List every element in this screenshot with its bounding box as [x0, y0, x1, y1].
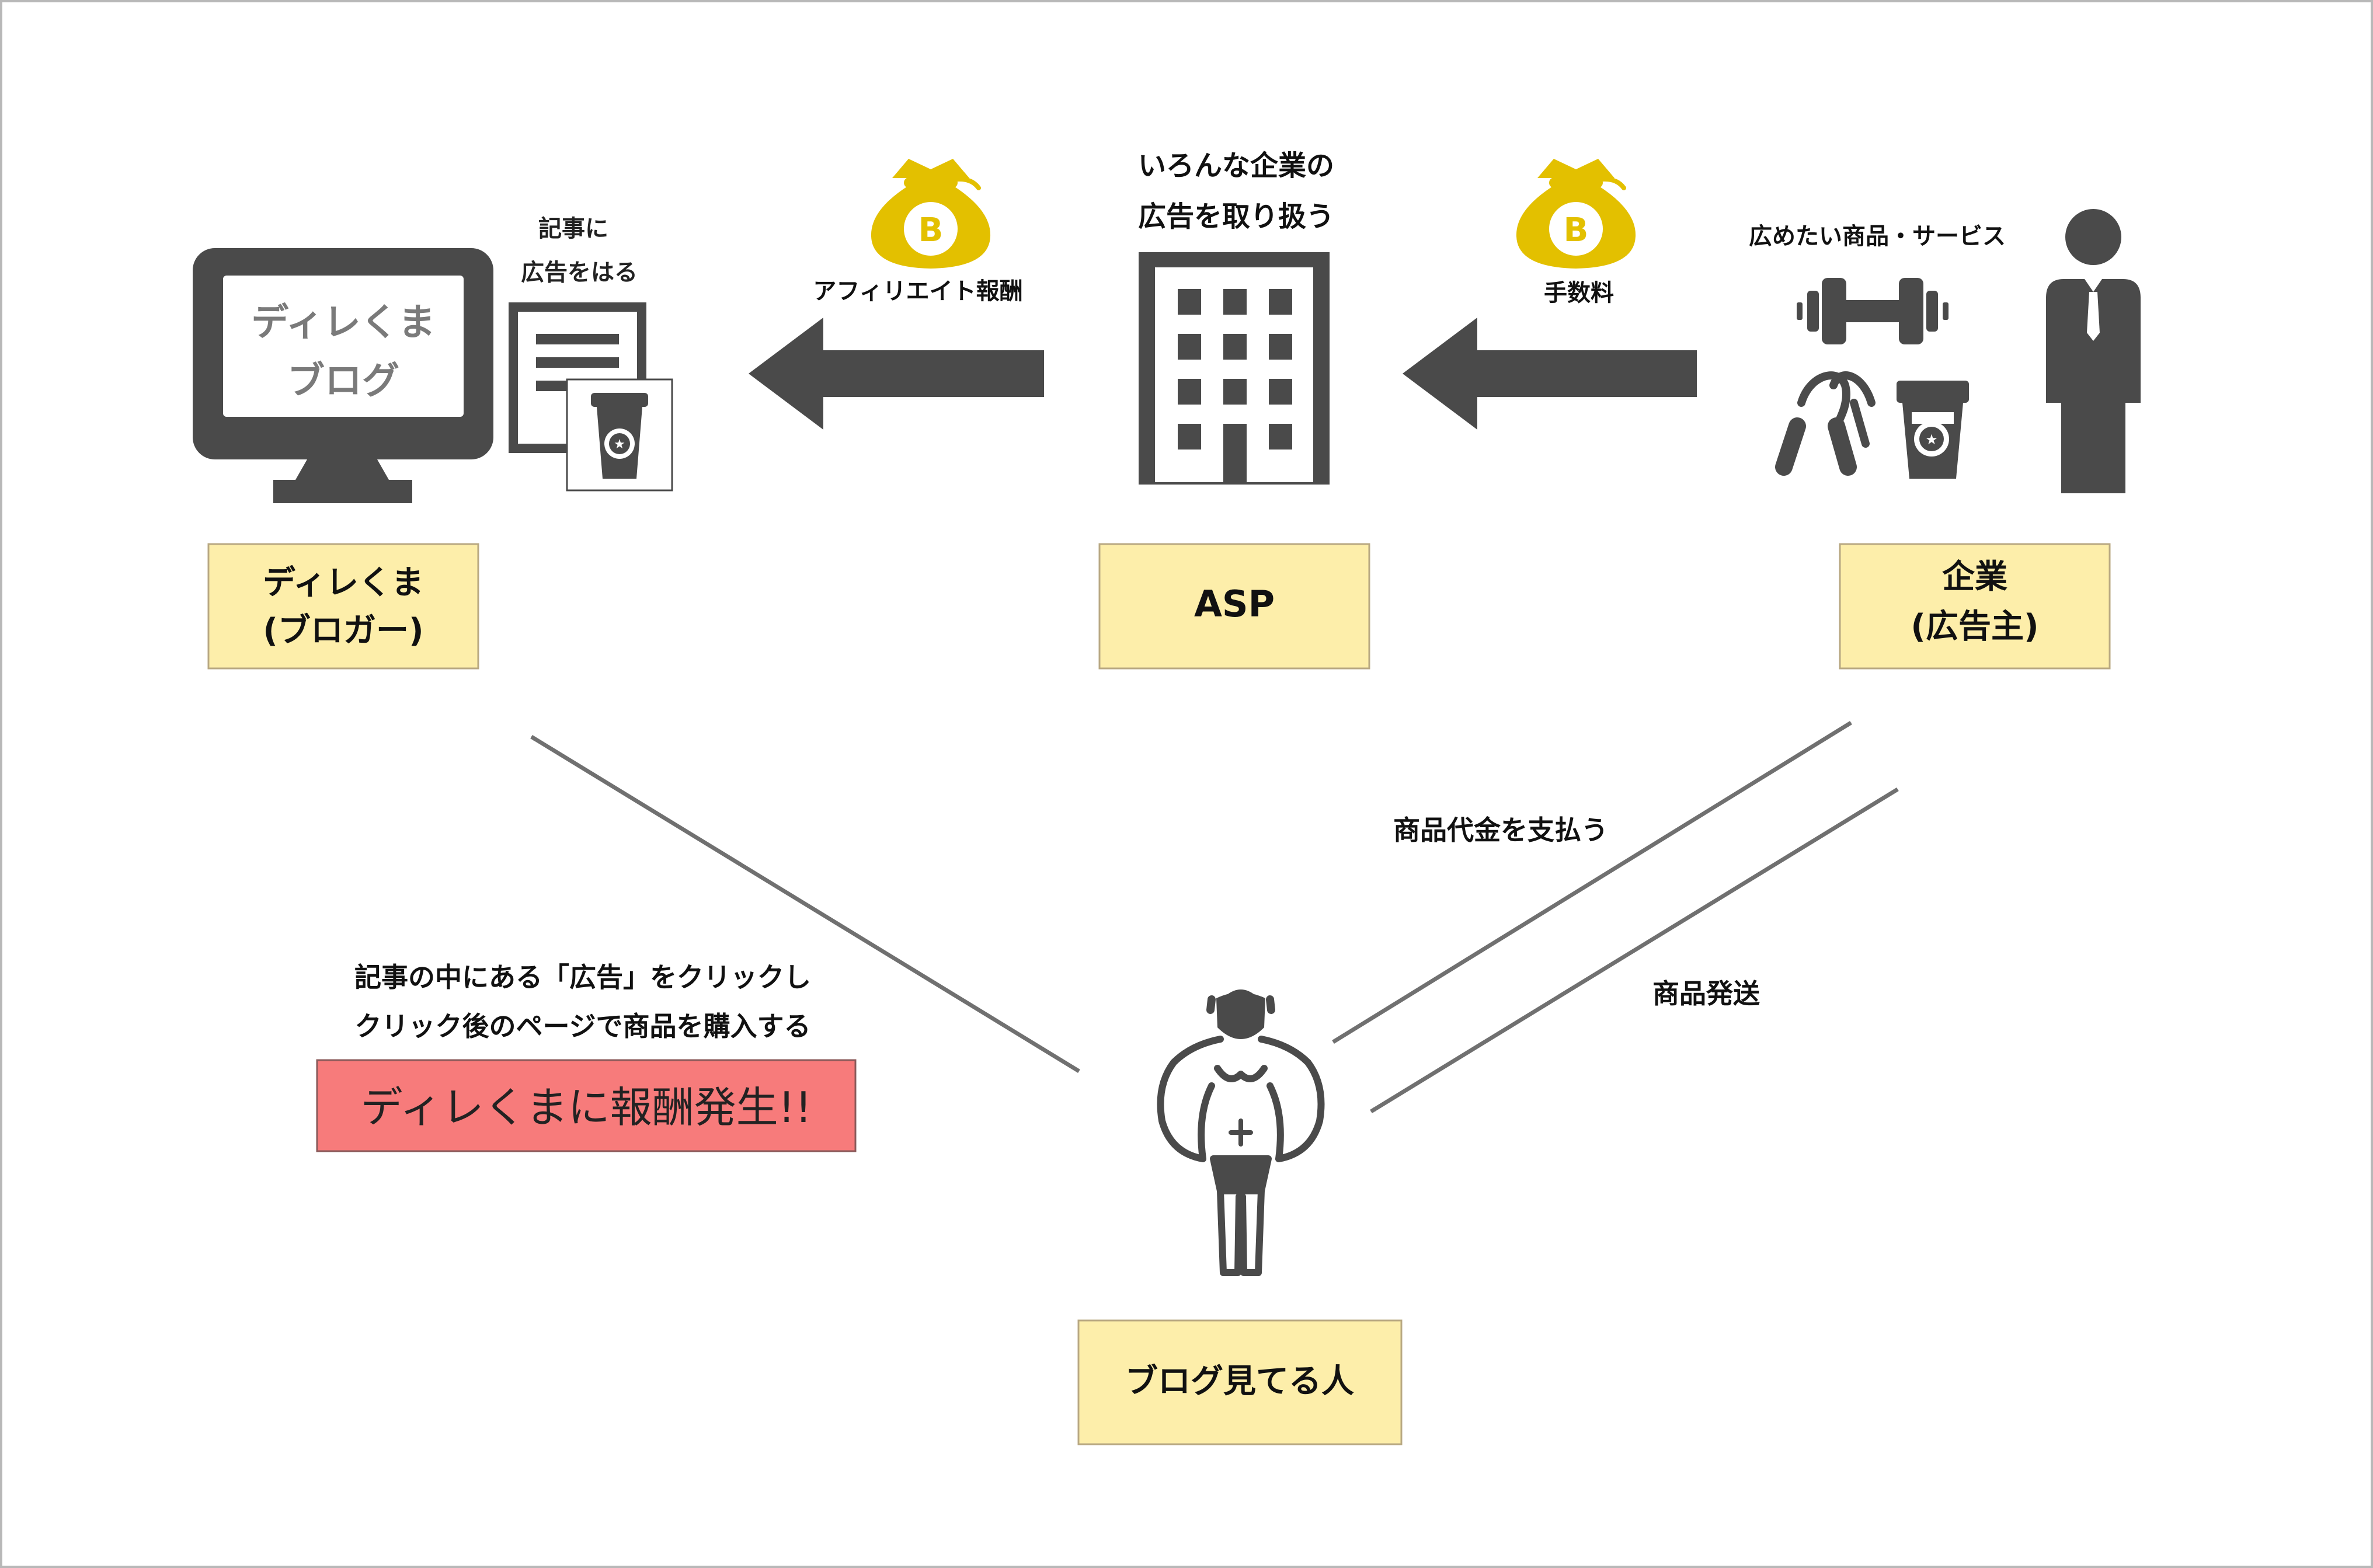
asp-caption-line2: 広告を取り扱う: [1138, 200, 1334, 233]
note-line1: 記事に: [538, 215, 608, 242]
reward-flow-arrow: [749, 318, 1044, 430]
money-bag-icon: B: [1516, 159, 1636, 269]
reward-alert-box: ディレくまに報酬発生!!: [316, 1059, 857, 1152]
blogger-label-box: ディレくま (ブロガー): [207, 543, 479, 670]
instruction-line2: クリック後のページで商品を購入する: [354, 1011, 810, 1042]
fee-flow-arrow: [1403, 318, 1697, 430]
coffee-cup-icon: ★: [566, 378, 673, 492]
reader-label: ブログ見てる人: [1125, 1363, 1354, 1400]
money-bag-icon: B: [871, 159, 991, 269]
coffee-cup-icon: ★: [1897, 381, 1969, 479]
blogger-label-line1: ディレくま: [263, 564, 424, 602]
monitor-icon: [193, 248, 493, 503]
shipping-arrow: [1370, 788, 1899, 1113]
shipping-label: 商品発送: [1652, 978, 1760, 1009]
company-caption: 広めたい商品・サービス: [1749, 223, 2006, 250]
click-ad-arrow: [530, 735, 1080, 1073]
svg-text:★: ★: [614, 437, 625, 452]
bag-symbol: B: [918, 211, 944, 249]
dumbbell-icon: [1797, 278, 1948, 344]
reader-label-box: ブログ見てる人: [1077, 1319, 1403, 1445]
fee-label: 手数料: [1544, 280, 1614, 306]
businessman-icon: [2046, 209, 2141, 493]
muscle-man-icon: [1157, 989, 1325, 1276]
blogger-label-line2: (ブロガー): [263, 612, 423, 650]
note-line2: 広告をはる: [521, 259, 638, 286]
company-label-line2: (広告主): [1911, 608, 2038, 646]
office-building-icon: [1139, 252, 1330, 485]
svg-text:★: ★: [1925, 431, 1938, 448]
monitor-blog-name-line2: ブログ: [287, 360, 399, 403]
hand-grip-icon: [1775, 371, 1876, 476]
asp-label: ASP: [1194, 583, 1275, 625]
asp-label-box: ASP: [1098, 543, 1370, 670]
instruction-line1: 記事の中にある「広告」をクリックし: [354, 961, 811, 993]
payment-label: 商品代金を支払う: [1393, 814, 1608, 846]
company-label-box: 企業 (広告主): [1839, 543, 2111, 670]
affiliate-reward-label: アフィリエイト報酬: [813, 278, 1022, 305]
company-label-line1: 企業: [1942, 558, 2007, 596]
monitor-blog-name-line1: ディレくま: [251, 301, 436, 344]
bag-symbol: B: [1564, 211, 1589, 249]
asp-caption-line1: いろんな企業の: [1138, 149, 1334, 182]
payment-arrow: [1332, 721, 1852, 1044]
reward-alert-text: ディレくまに報酬発生!!: [361, 1083, 812, 1132]
